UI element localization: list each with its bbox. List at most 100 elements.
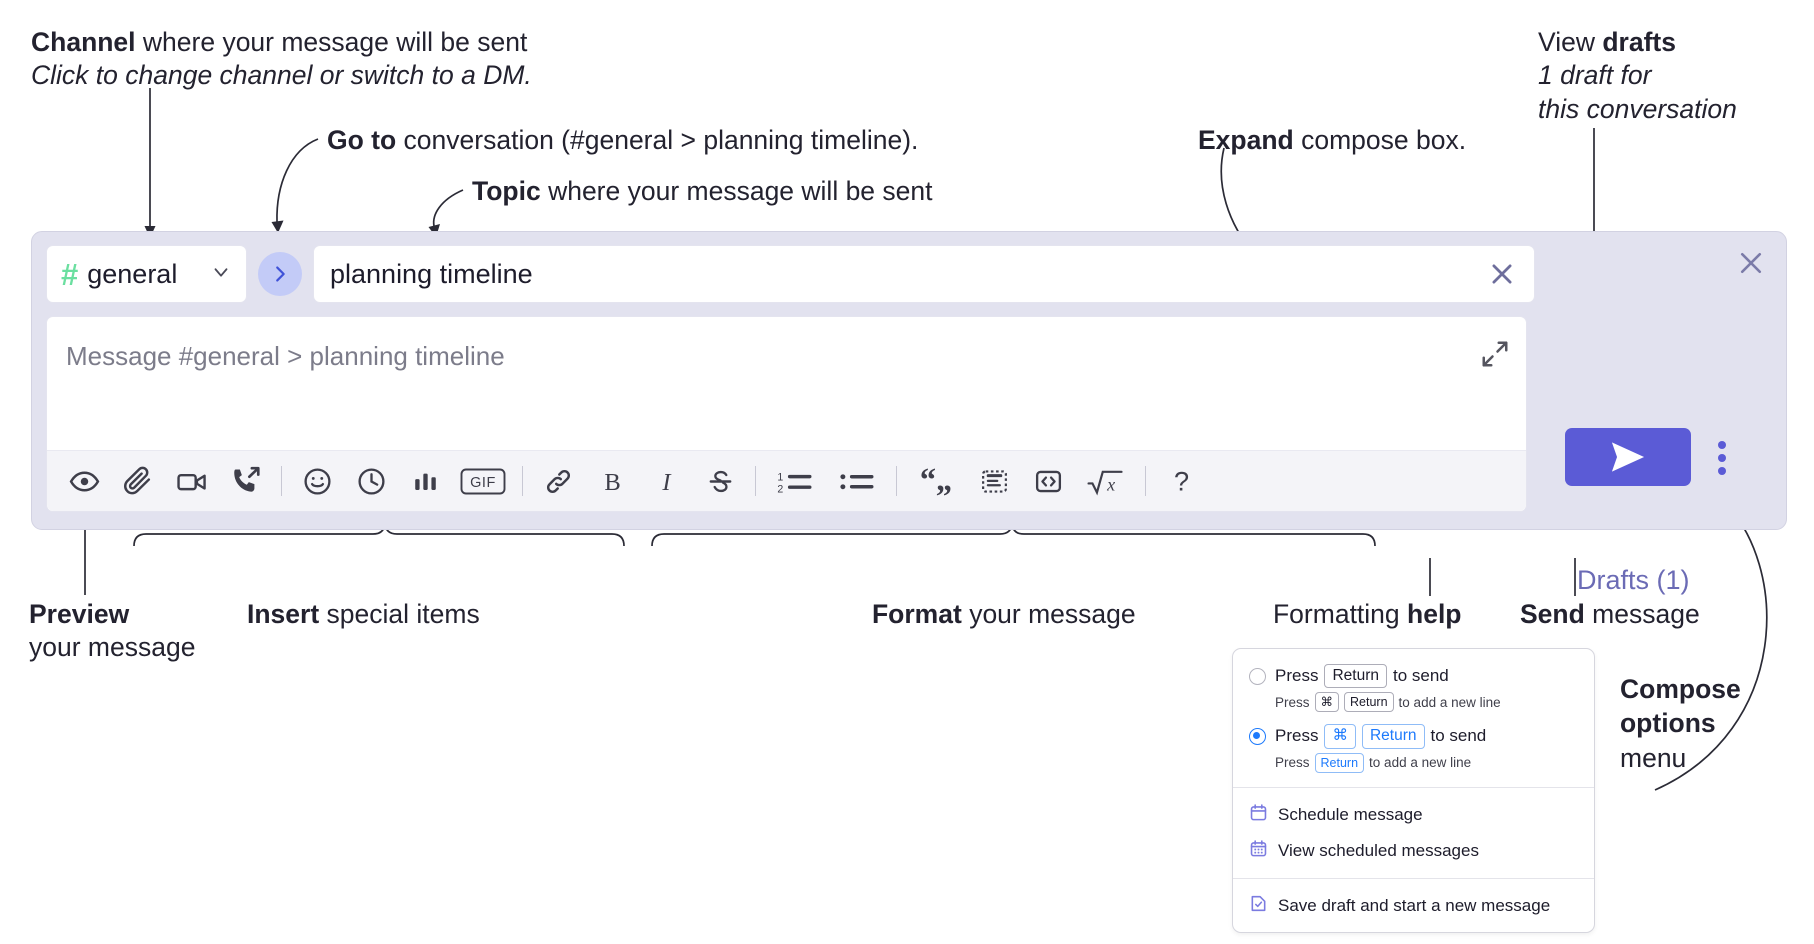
message-input-box[interactable]: Message #general > planning timeline	[46, 316, 1527, 512]
annotation-preview-rest: your message	[29, 632, 196, 663]
annotation-send-bold: Send	[1520, 599, 1585, 629]
annotation-topic-bold: Topic	[472, 176, 541, 206]
annotation-preview: Preview your message	[29, 598, 195, 665]
annotation-channel: Channel where your message will be sent …	[31, 26, 532, 93]
preview-icon[interactable]	[61, 458, 107, 504]
compose-options-menu: Press Return to send Press ⌘ Return to a…	[1232, 648, 1595, 933]
toolbar-divider	[522, 466, 523, 496]
compose-panel: # general planning timeline Message #gen…	[31, 231, 1787, 595]
calendar-grid-icon	[1249, 839, 1268, 863]
menu-item-view-scheduled[interactable]: View scheduled messages	[1233, 833, 1594, 869]
key-command: ⌘	[1314, 692, 1340, 713]
annotation-compose-options-bold2: options	[1620, 708, 1716, 739]
send-option-return[interactable]: Press Return to send	[1233, 661, 1594, 691]
menu-item-schedule-message[interactable]: Schedule message	[1233, 797, 1594, 833]
annotation-compose-options-bold1: Compose	[1620, 674, 1741, 704]
video-icon[interactable]	[169, 458, 215, 504]
svg-text:1: 1	[777, 471, 783, 483]
send-option-cmd-return-label: Press ⌘ Return to send	[1275, 724, 1487, 749]
svg-text:“„: “„	[920, 466, 952, 497]
opt2-sub-post: to add a new line	[1369, 755, 1472, 771]
send-option-return-label: Press Return to send	[1275, 664, 1449, 689]
annotation-expand-bold: Expand	[1198, 125, 1294, 155]
italic-icon[interactable]: I	[643, 458, 689, 504]
opt1-post: to send	[1393, 666, 1449, 686]
annotation-format-bold: Format	[872, 599, 962, 629]
code-icon[interactable]	[1025, 458, 1071, 504]
formatting-toolbar: GIF B I	[47, 450, 1526, 511]
compose-options-kebab-icon[interactable]	[1705, 437, 1739, 479]
annotation-format-rest: your message	[961, 599, 1136, 629]
emoji-icon[interactable]	[294, 458, 340, 504]
opt1-sub-post: to add a new line	[1398, 694, 1501, 710]
send-option-cmd-return[interactable]: Press ⌘ Return to send	[1233, 721, 1594, 751]
annotation-goto-rest: conversation (#general > planning timeli…	[396, 125, 919, 155]
annotation-compose-options: Compose options menu	[1620, 672, 1741, 775]
poll-icon[interactable]	[402, 458, 448, 504]
key-return: Return	[1361, 724, 1425, 749]
topic-value: planning timeline	[330, 258, 533, 289]
annotation-insert-rest: special items	[319, 599, 480, 629]
strikethrough-icon[interactable]	[697, 458, 743, 504]
menu-item-schedule-message-label: Schedule message	[1278, 804, 1423, 824]
menu-item-save-draft[interactable]: Save draft and start a new message	[1233, 888, 1594, 924]
svg-text:x: x	[1106, 474, 1115, 494]
blockquote-icon[interactable]: “„	[909, 458, 963, 504]
save-draft-icon	[1249, 894, 1268, 918]
annotation-preview-bold: Preview	[29, 599, 130, 629]
radio-unselected-icon[interactable]	[1249, 667, 1266, 685]
huddle-icon[interactable]	[223, 458, 269, 504]
bulleted-list-icon[interactable]	[830, 458, 884, 504]
annotation-expand-rest: compose box.	[1293, 125, 1467, 155]
annotation-drafts-bold: drafts	[1602, 27, 1676, 57]
svg-text:I: I	[661, 468, 672, 495]
annotation-help-rest: Formatting	[1273, 599, 1408, 629]
opt1-sub-pre: Press	[1275, 694, 1310, 710]
topic-input[interactable]: planning timeline	[313, 245, 1535, 303]
go-to-conversation-button[interactable]	[258, 252, 302, 296]
annotation-send: Send message	[1520, 598, 1700, 631]
send-button[interactable]	[1565, 428, 1691, 486]
code-block-icon[interactable]	[971, 458, 1017, 504]
help-icon[interactable]: ?	[1158, 458, 1204, 504]
svg-text:GIF: GIF	[470, 475, 496, 491]
menu-divider	[1233, 877, 1594, 879]
compose-header-row: # general planning timeline	[46, 245, 1535, 303]
chevron-down-icon	[210, 261, 232, 288]
annotation-topic: Topic where your message will be sent	[472, 175, 933, 208]
svg-text:?: ?	[1173, 466, 1188, 497]
toolbar-divider	[1145, 466, 1146, 496]
clock-icon[interactable]	[348, 458, 394, 504]
menu-item-view-scheduled-label: View scheduled messages	[1278, 840, 1479, 860]
ordered-list-icon[interactable]: 1 2	[768, 458, 822, 504]
link-icon[interactable]	[535, 458, 581, 504]
opt1-pre: Press	[1275, 666, 1319, 686]
key-return: Return	[1324, 664, 1387, 689]
close-icon[interactable]	[1734, 246, 1768, 280]
drafts-link[interactable]: Drafts (1)	[1577, 565, 1690, 595]
radio-selected-icon[interactable]	[1249, 727, 1266, 745]
expand-icon[interactable]	[1476, 335, 1514, 373]
opt2-post: to send	[1430, 726, 1487, 746]
key-return: Return	[1314, 752, 1365, 773]
channel-selector[interactable]: # general	[46, 245, 247, 303]
svg-text:B: B	[604, 468, 620, 495]
close-icon[interactable]	[1480, 252, 1524, 296]
key-return: Return	[1344, 692, 1394, 713]
channel-name: general	[87, 258, 178, 289]
annotation-expand: Expand compose box.	[1198, 124, 1466, 157]
hash-icon: #	[61, 256, 79, 292]
annotation-goto: Go to conversation (#general > planning …	[327, 124, 918, 157]
key-command: ⌘	[1324, 724, 1356, 749]
annotation-help-bold: help	[1407, 599, 1462, 629]
svg-text:2: 2	[777, 483, 783, 495]
annotation-drafts-rest: View	[1538, 27, 1603, 57]
gif-icon[interactable]: GIF	[456, 458, 510, 504]
annotation-channel-italic: Click to change channel or switch to a D…	[31, 60, 532, 91]
attachment-icon[interactable]	[115, 458, 161, 504]
math-icon[interactable]: x	[1079, 458, 1133, 504]
send-option-return-sub: Press ⌘ Return to add a new line	[1233, 691, 1594, 717]
annotation-drafts-italic1: 1 draft for	[1538, 60, 1652, 91]
annotation-topic-rest: where your message will be sent	[540, 176, 933, 206]
bold-icon[interactable]: B	[589, 458, 635, 504]
